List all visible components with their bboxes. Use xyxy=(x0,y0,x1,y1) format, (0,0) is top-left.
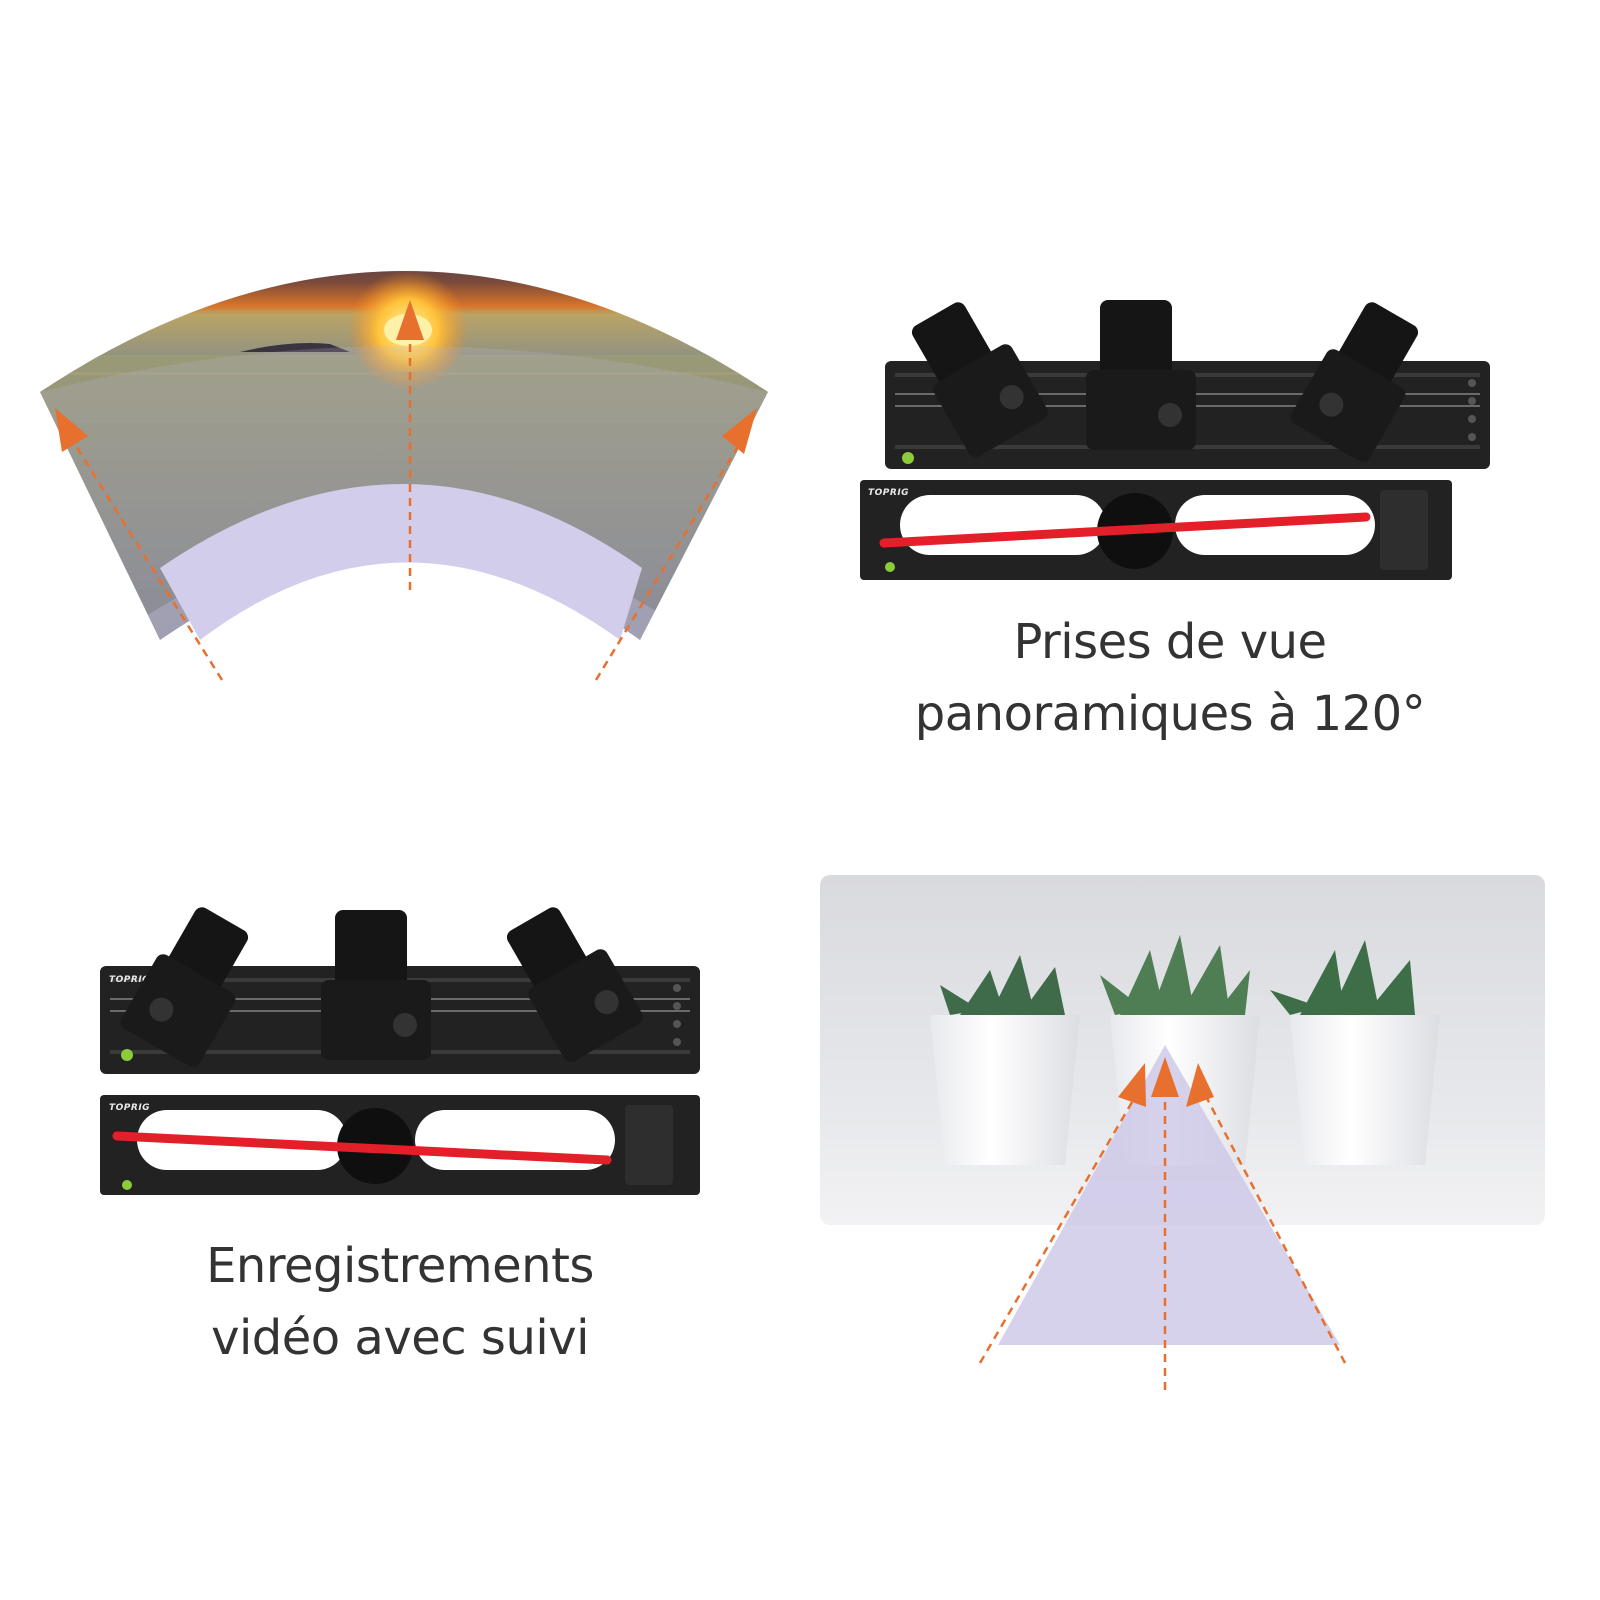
camera-icon xyxy=(1290,302,1419,463)
power-button-icon xyxy=(122,1180,132,1190)
camera-icon xyxy=(321,910,431,1060)
slider-brand-label-top: TOPRIG xyxy=(109,975,150,985)
slider-brand-label: TOPRIG xyxy=(868,488,909,498)
dashed-arrow-icon xyxy=(978,1075,1347,1390)
tracking-caption-line-2: vidéo avec suivi xyxy=(211,1310,589,1366)
panorama-caption-line-1: Prises de vue xyxy=(1013,614,1327,670)
tracking-caption: Enregistrements vidéo avec suivi xyxy=(90,1230,710,1374)
tracking-caption-line-1: Enregistrements xyxy=(206,1238,594,1294)
power-button-icon xyxy=(902,452,914,464)
tracking-slider-illustration: TOPRIG TOPRIG xyxy=(100,907,700,1195)
tracking-plants-illustration xyxy=(820,875,1545,1390)
camera-icon xyxy=(120,907,249,1068)
power-button-icon xyxy=(121,1049,133,1061)
power-button-icon xyxy=(885,562,895,572)
panorama-slider-illustration: TOPRIG xyxy=(860,300,1490,580)
camera-icon xyxy=(911,302,1048,458)
camera-icon xyxy=(1086,300,1196,450)
panorama-caption: Prises de vue panoramiques à 120° xyxy=(850,606,1490,750)
panorama-fan-illustration xyxy=(40,271,768,681)
dashed-arrow-icon xyxy=(64,326,750,681)
panorama-caption-line-2: panoramiques à 120° xyxy=(914,686,1426,742)
slider-brand-label-bottom: TOPRIG xyxy=(109,1103,150,1113)
camera-icon xyxy=(506,907,643,1063)
